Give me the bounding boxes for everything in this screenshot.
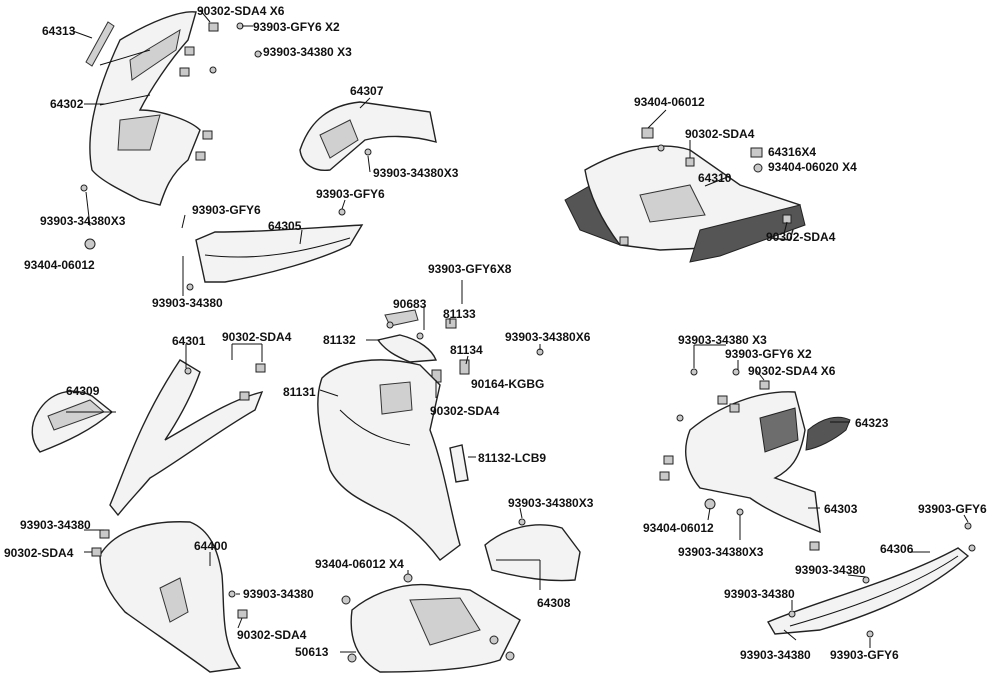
label-93903-34380: 93903-34380	[740, 648, 811, 662]
label-93903-34380: 93903-34380	[795, 563, 866, 577]
part-64323-emblem	[805, 416, 851, 451]
label-50613: 50613	[295, 645, 329, 659]
label-93903-34380x3: 93903-34380X3	[508, 496, 594, 510]
label-93903-gfy6-x2: 93903-GFY6 X2	[725, 347, 812, 361]
label-64302: 64302	[50, 97, 84, 111]
part-64301-front-panel	[109, 359, 264, 517]
label-64310: 64310	[698, 171, 732, 185]
label-93903-gfy6: 93903-GFY6	[918, 502, 987, 516]
label-93903-34380: 93903-34380	[243, 587, 314, 601]
label-64303: 64303	[824, 502, 858, 516]
label-64308: 64308	[537, 596, 571, 610]
label-81131: 81131	[283, 385, 316, 399]
label-93903-gfy6: 93903-GFY6	[192, 203, 261, 217]
label-64307: 64307	[350, 84, 384, 98]
label-93404-06020-x4: 93404-06020 X4	[768, 160, 857, 174]
part-64313-strip	[85, 21, 115, 67]
label-93903-34380x3: 93903-34380X3	[40, 214, 126, 228]
label-81132: 81132	[323, 333, 356, 347]
label-64323: 64323	[855, 416, 889, 430]
part-64310-mesh-right	[689, 204, 806, 263]
label-64306: 64306	[880, 542, 914, 556]
label-90302-sda4: 90302-SDA4	[4, 546, 74, 560]
label-93404-06012: 93404-06012	[24, 258, 95, 272]
label-93903-34380: 93903-34380	[152, 296, 223, 310]
label-93903-gfy6-x2: 93903-GFY6 X2	[253, 20, 340, 34]
label-81133: 81133	[443, 307, 476, 321]
label-90164-kgbg: 90164-KGBG	[471, 377, 545, 391]
label-90302-sda4: 90302-SDA4	[237, 628, 307, 642]
part-81132-lcb9	[449, 444, 469, 483]
label-90302-sda4: 90302-SDA4	[766, 230, 836, 244]
label-93404-06012: 93404-06012	[643, 521, 714, 535]
label-90302-sda4: 90302-SDA4	[430, 404, 500, 418]
label-81132-lcb9: 81132-LCB9	[478, 451, 547, 465]
label-93404-06012-x4: 93404-06012 X4	[315, 557, 404, 571]
part-64308-cover	[484, 524, 581, 582]
label-90683: 90683	[393, 297, 427, 311]
label-93903-34380-x3: 93903-34380 X3	[678, 333, 767, 347]
part-64303-front-cover	[685, 391, 821, 534]
part-64305-strip	[195, 224, 364, 283]
label-93903-34380x3: 93903-34380X3	[373, 166, 459, 180]
leader-lines	[66, 9, 969, 653]
label-64309: 64309	[66, 384, 100, 398]
part-81131-leg-shield	[317, 359, 461, 561]
label-64301: 64301	[172, 334, 206, 348]
label-93903-34380x3: 93903-34380X3	[678, 545, 764, 559]
part-81133	[445, 318, 457, 329]
label-90302-sda4: 90302-SDA4	[222, 330, 292, 344]
label-81134: 81134	[450, 343, 483, 357]
label-64305: 64305	[268, 219, 302, 233]
label-93903-gfy6x8: 93903-GFY6X8	[428, 262, 512, 276]
label-90302-sda4-x6: 90302-SDA4 X6	[748, 364, 836, 378]
part-81134	[459, 359, 470, 375]
label-64400: 64400	[194, 539, 228, 553]
label-64313: 64313	[42, 24, 76, 38]
part-64302-ribs	[117, 28, 181, 151]
label-64316x4: 64316X4	[768, 145, 817, 159]
part-64303-grille	[759, 407, 799, 453]
label-93903-gfy6: 93903-GFY6	[316, 187, 385, 201]
label-93903-34380x6: 93903-34380X6	[505, 330, 591, 344]
label-93903-gfy6: 93903-GFY6	[830, 648, 899, 662]
label-90302-sda4: 90302-SDA4	[685, 127, 755, 141]
part-64306-strip	[766, 547, 970, 635]
label-93903-34380: 93903-34380	[724, 587, 795, 601]
label-90302-sda4-x6: 90302-SDA4 X6	[197, 4, 285, 18]
label-93903-34380: 93903-34380	[20, 518, 91, 532]
label-93903-34380-x3: 93903-34380 X3	[263, 45, 352, 59]
part-64400-vent	[159, 577, 189, 623]
label-93404-06012: 93404-06012	[634, 95, 705, 109]
part-81132-grille	[376, 334, 438, 363]
